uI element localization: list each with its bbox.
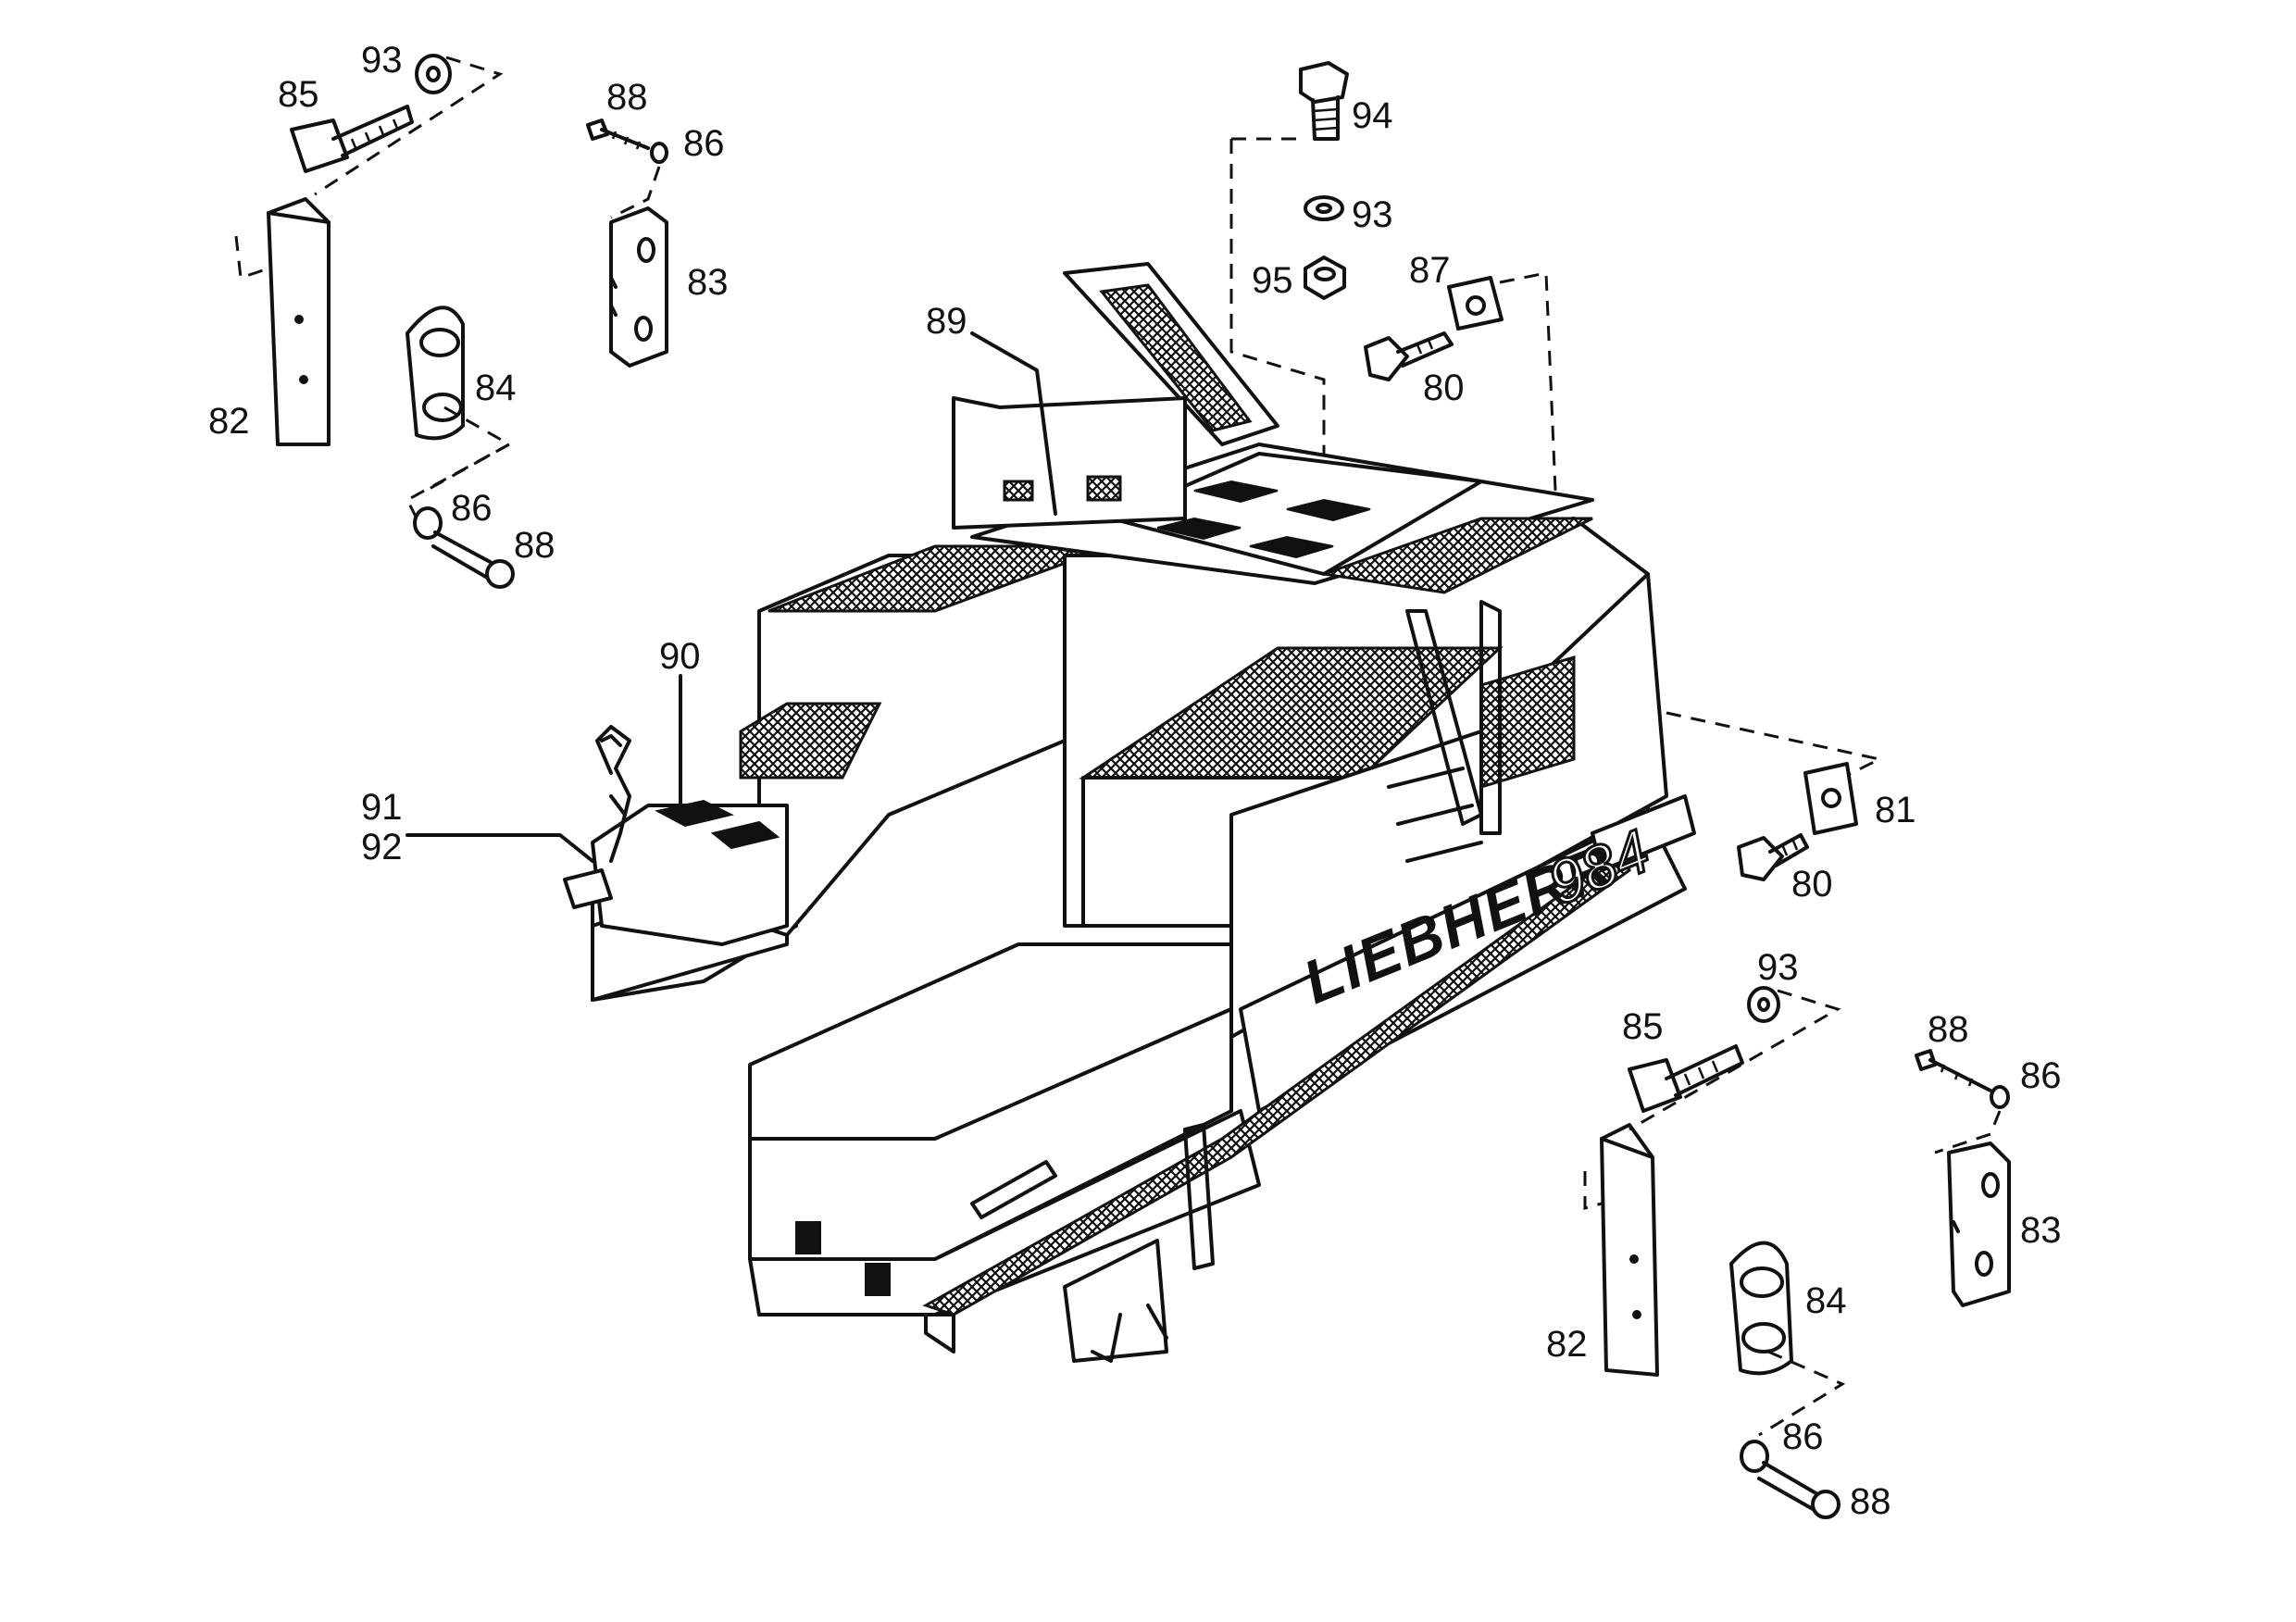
parts-group-right-mid <box>1666 711 1884 881</box>
callout-82-bottom: 82 <box>1546 1324 1588 1365</box>
bolt-80-right <box>1737 833 1809 881</box>
callout-86-top: 86 <box>683 123 725 164</box>
callout-86-left: 86 <box>451 488 493 529</box>
front-vent-left <box>795 1221 821 1254</box>
callout-81: 81 <box>1875 790 1916 830</box>
roof-rear-grating <box>1323 517 1593 594</box>
callout-86-bottom-low: 86 <box>1782 1416 1824 1457</box>
callout-80-top: 80 <box>1423 368 1465 408</box>
clamp-83-top-left <box>609 206 668 368</box>
callout-88-left: 88 <box>514 525 555 566</box>
callout-labels: 85 93 88 86 83 84 82 86 88 94 93 95 87 8… <box>208 40 2062 1522</box>
callout-95: 95 <box>1252 260 1293 301</box>
callout-93-top-left: 93 <box>361 40 403 81</box>
machine-body: LIEBHERR 984 <box>563 262 1696 1363</box>
callout-88-bottom-low: 88 <box>1850 1481 1891 1522</box>
handrail-91-92 <box>595 725 631 863</box>
callout-94: 94 <box>1352 95 1393 136</box>
callout-83-bottom: 83 <box>2020 1210 2062 1251</box>
parts-group-top-right <box>1229 61 1557 492</box>
callout-90: 90 <box>659 636 701 677</box>
callout-88-top: 88 <box>606 77 648 118</box>
washer-plate-87 <box>1447 276 1504 331</box>
callout-93-bottom-right: 93 <box>1757 947 1799 988</box>
callout-85-bottom: 85 <box>1622 1006 1664 1047</box>
washer-93-top-left <box>415 54 452 94</box>
bolt-88-bottom-right-top <box>1915 1049 2010 1109</box>
bolt-85-bottom-right <box>1628 1044 1744 1113</box>
callout-91: 91 <box>361 787 403 828</box>
parts-group-bottom-right <box>1583 986 2011 1519</box>
bolt-88-bottom-right-low <box>1757 1461 1841 1519</box>
callout-93-top-right: 93 <box>1352 194 1393 235</box>
bolt-94 <box>1299 61 1349 104</box>
callout-88-bottom-top: 88 <box>1928 1009 1969 1050</box>
clamp-83-bottom-right <box>1947 1142 2011 1307</box>
callout-87: 87 <box>1409 250 1451 291</box>
callout-86-bottom-top: 86 <box>2020 1055 2062 1096</box>
bolt-80-top <box>1364 331 1454 381</box>
washer-86-lower-left <box>413 506 443 540</box>
plate-82-top-left <box>267 211 331 446</box>
washer-plate-81 <box>1803 762 1858 835</box>
clamp-84-top-left <box>406 306 465 441</box>
leader-dash-1 <box>314 56 504 196</box>
callout-84-top: 84 <box>475 368 517 408</box>
front-vent-right <box>865 1263 891 1296</box>
bolt-85-top-left <box>290 105 414 173</box>
callout-80-right: 80 <box>1791 864 1833 905</box>
clamp-84-bottom-right <box>1729 1241 1793 1376</box>
bolt-88-top-mid <box>586 119 668 164</box>
callout-89: 89 <box>926 301 967 342</box>
leader-lines <box>406 331 1057 863</box>
callout-85-top: 85 <box>278 74 319 115</box>
callout-92: 92 <box>361 827 403 867</box>
callout-84-bottom: 84 <box>1805 1280 1847 1321</box>
washer-93-bottom-right <box>1747 986 1780 1023</box>
washer-93-top-right <box>1304 195 1344 221</box>
plate-82-bottom-right <box>1600 1137 1659 1377</box>
washer-86-bottom-right <box>1740 1440 1769 1473</box>
leader-91-92 <box>406 833 594 863</box>
leader-89 <box>970 331 1057 516</box>
callout-83-top: 83 <box>687 262 729 303</box>
left-step-grating <box>739 702 882 780</box>
parts-group-top-left <box>234 54 668 589</box>
bolt-88-lower-left <box>431 530 515 589</box>
callout-82-top: 82 <box>208 401 250 442</box>
